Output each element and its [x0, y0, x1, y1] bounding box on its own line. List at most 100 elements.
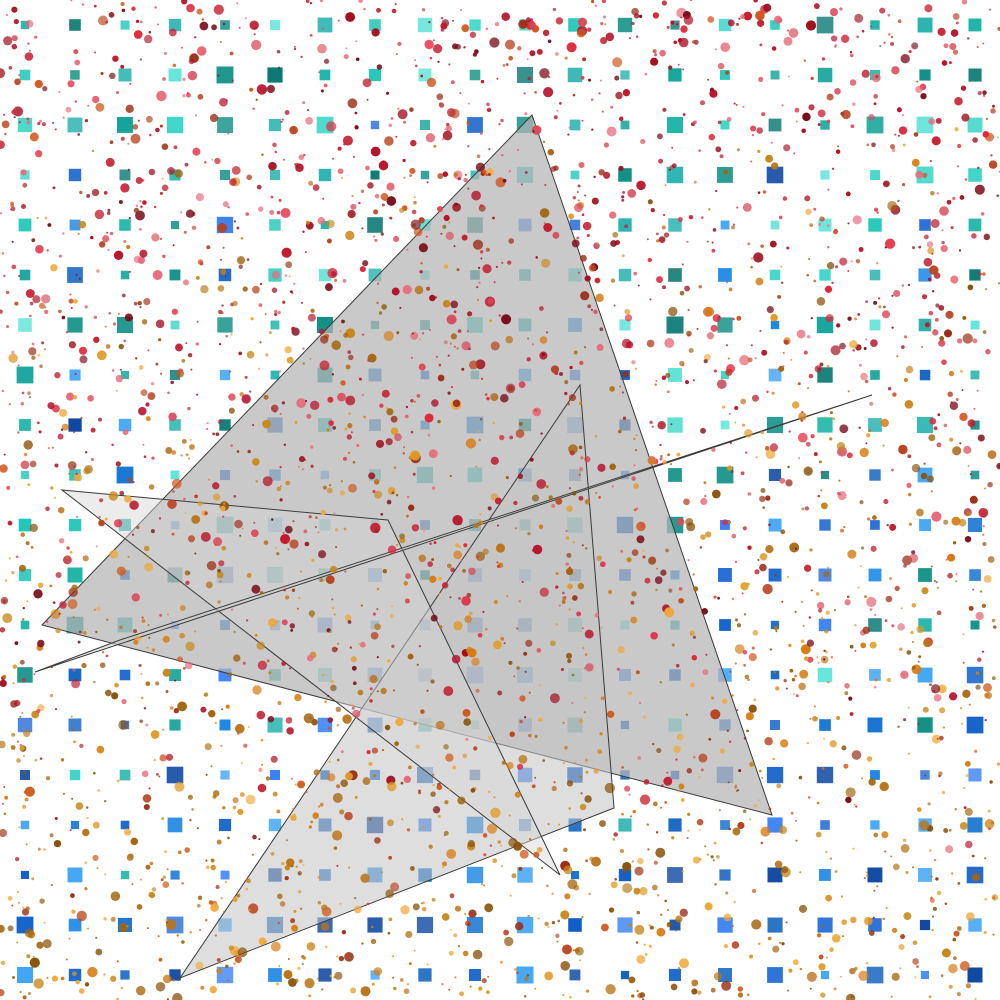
scatter-dot	[578, 473, 581, 476]
scatter-dot	[219, 41, 222, 44]
scatter-dot	[467, 839, 476, 848]
scatter-dot	[916, 625, 925, 634]
scatter-dot	[593, 175, 596, 179]
scatter-dot	[991, 894, 999, 901]
grid-square	[20, 770, 30, 780]
scatter-dot	[547, 823, 550, 826]
scatter-dot	[285, 839, 288, 842]
scatter-dot	[578, 495, 584, 501]
scatter-dot	[356, 443, 360, 448]
scatter-dot	[438, 363, 442, 367]
scatter-dot	[189, 930, 193, 934]
scatter-dot	[548, 495, 553, 500]
scatter-dot	[665, 548, 669, 553]
scatter-dot	[935, 877, 939, 881]
scatter-dot	[391, 955, 395, 958]
scatter-dot	[581, 627, 584, 630]
scatter-dot	[278, 198, 282, 202]
scatter-dot	[20, 203, 27, 210]
scatter-dot	[246, 350, 255, 359]
scatter-dot	[137, 119, 140, 122]
scatter-dot	[845, 796, 852, 804]
scatter-dot	[203, 692, 209, 697]
scatter-dot	[857, 586, 860, 589]
scatter-dot	[688, 215, 694, 220]
scatter-dot	[555, 52, 559, 56]
scatter-dot	[116, 566, 126, 576]
scatter-dot	[957, 881, 961, 885]
scatter-dot	[860, 372, 868, 381]
grid-square	[769, 269, 781, 281]
scatter-dot	[245, 887, 249, 891]
grid-square	[717, 167, 733, 183]
scatter-dot	[96, 745, 105, 754]
scatter-dot	[643, 779, 650, 785]
scatter-dot	[166, 613, 169, 616]
scatter-dot	[514, 791, 521, 798]
scatter-dot	[232, 896, 238, 902]
scatter-dot	[559, 102, 562, 105]
scatter-dot	[367, 779, 370, 782]
scatter-dot	[982, 42, 985, 45]
scatter-dot	[935, 581, 938, 584]
scatter-dot	[754, 357, 757, 360]
scatter-dot	[90, 427, 96, 433]
scatter-dot	[381, 304, 387, 310]
scatter-dot	[703, 359, 708, 364]
scatter-dot	[950, 275, 959, 284]
scatter-dot	[524, 716, 527, 719]
scatter-dot	[116, 779, 120, 783]
scatter-dot	[978, 507, 989, 518]
scatter-dot	[565, 652, 573, 659]
scatter-dot	[118, 343, 124, 350]
scatter-dot	[781, 104, 784, 107]
scatter-dot	[944, 902, 948, 906]
scatter-dot	[948, 61, 952, 65]
scatter-dot	[444, 800, 449, 805]
scatter-dot	[526, 58, 529, 61]
scatter-dot	[829, 411, 834, 415]
scatter-dot	[603, 142, 610, 148]
scatter-dot	[238, 264, 243, 269]
grid-square	[720, 120, 730, 130]
scatter-dot	[279, 465, 282, 469]
scatter-dot	[22, 804, 27, 809]
scatter-dot	[854, 13, 864, 23]
scatter-dot	[734, 644, 745, 654]
scatter-dot	[350, 987, 357, 994]
scatter-dot	[263, 540, 269, 545]
scatter-dot	[326, 121, 337, 132]
scatter-dot	[75, 980, 80, 985]
scatter-dot	[128, 217, 131, 220]
grid-square	[969, 569, 981, 581]
scatter-dot	[650, 57, 659, 66]
grid-square	[717, 317, 733, 333]
scatter-dot	[317, 805, 321, 808]
scatter-dot	[976, 389, 979, 392]
scatter-dot	[606, 126, 617, 137]
scatter-dot	[708, 737, 712, 741]
scatter-dot	[362, 260, 369, 267]
scatter-dot	[908, 492, 912, 497]
scatter-dot	[305, 0, 310, 3]
scatter-dot	[892, 927, 898, 933]
scatter-dot	[874, 614, 877, 616]
scatter-dot	[649, 420, 653, 425]
scatter-dot	[750, 344, 753, 347]
scatter-dot	[432, 43, 443, 54]
scatter-dot	[37, 582, 44, 588]
scatter-dot	[646, 339, 655, 348]
scatter-dot	[161, 143, 169, 151]
scatter-dot	[181, 438, 187, 444]
scatter-dot	[426, 286, 431, 291]
grid-square	[768, 468, 781, 481]
scatter-dot	[73, 473, 82, 482]
scatter-dot	[608, 907, 615, 913]
scatter-dot	[780, 739, 789, 748]
scatter-dot	[890, 995, 893, 998]
scatter-dot	[0, 740, 6, 749]
scatter-dot	[252, 424, 255, 427]
scatter-dot	[326, 487, 333, 494]
scatter-dot	[717, 62, 725, 70]
scatter-dot	[242, 286, 248, 292]
